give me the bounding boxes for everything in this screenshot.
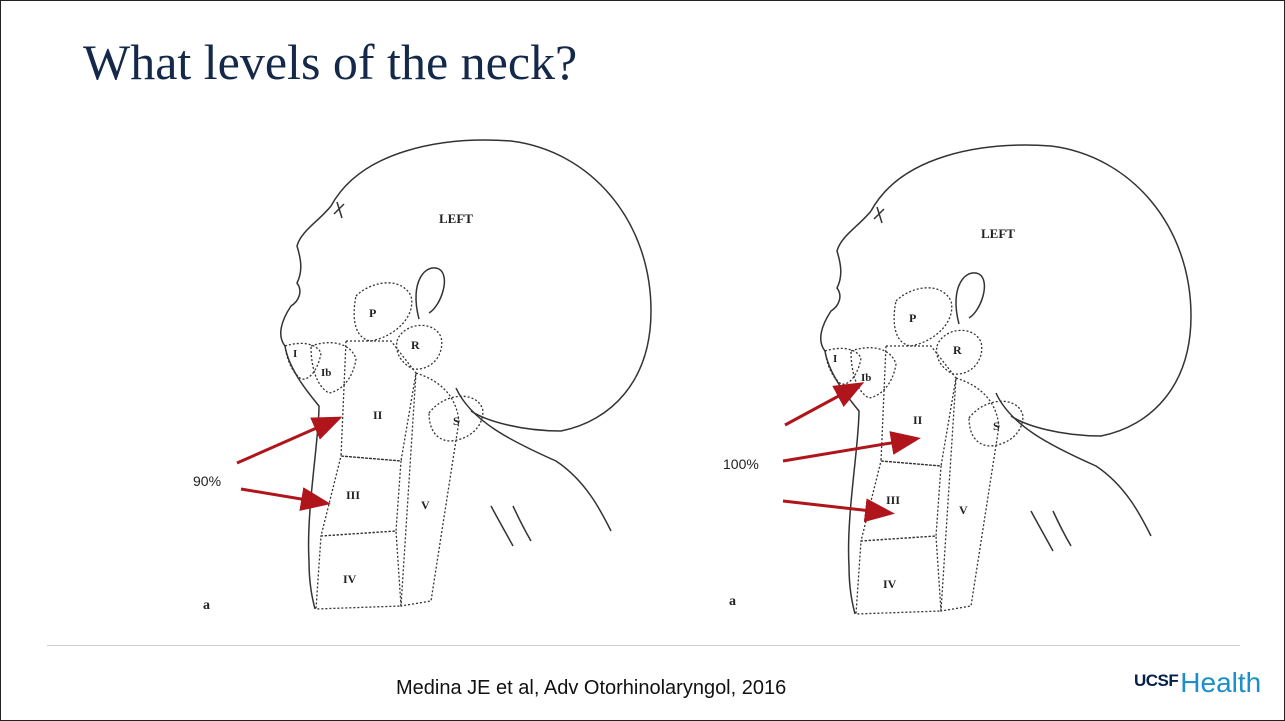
level-II-region	[881, 346, 956, 466]
level-S-label: S	[993, 419, 1000, 433]
level-Ia-region	[285, 343, 321, 379]
right-percentage: 100%	[723, 456, 759, 472]
right-panel-letter: a	[729, 594, 736, 609]
level-II-label: II	[913, 413, 923, 427]
right-arrow-III	[783, 501, 889, 513]
level-P-label: P	[909, 311, 916, 325]
nose-mark	[874, 207, 884, 223]
level-P-label: P	[369, 306, 376, 320]
level-II-region	[341, 341, 416, 461]
level-Ib-label: Ib	[861, 372, 871, 384]
right-side-label: LEFT	[981, 226, 1015, 241]
level-R-label: R	[953, 343, 962, 357]
level-V-label: V	[959, 503, 968, 517]
level-I-label: I	[293, 348, 297, 360]
level-IV-label: IV	[343, 572, 357, 586]
right-arrow-Ib	[785, 385, 859, 425]
neck-front	[285, 346, 319, 609]
left-side-label: LEFT	[439, 211, 473, 226]
level-Ia-region	[825, 348, 861, 384]
head-outline	[331, 140, 651, 431]
face-profile	[281, 206, 331, 346]
neck-back	[996, 393, 1151, 536]
face-profile	[821, 211, 871, 351]
neck-front	[825, 351, 859, 614]
head-outline	[871, 145, 1191, 436]
right-arrow-II	[783, 439, 915, 461]
level-P-region	[894, 288, 952, 346]
left-percentage: 90%	[193, 473, 221, 489]
citation-text: Medina JE et al, Adv Otorhinolaryngol, 2…	[396, 677, 786, 700]
level-I-label: I	[833, 353, 837, 365]
ear	[416, 268, 444, 319]
right-neck-figure	[821, 145, 1191, 614]
left-panel-letter: a	[203, 598, 210, 613]
level-II-label: II	[373, 408, 383, 422]
level-III-region	[321, 456, 401, 536]
level-Ib-region	[851, 348, 896, 398]
level-R-label: R	[411, 338, 420, 352]
shoulder-lines	[491, 506, 531, 546]
level-V-label: V	[421, 498, 430, 512]
level-IV-label: IV	[883, 577, 897, 591]
ucsf-health-logo: UCSFHealth	[1134, 667, 1261, 699]
left-arrow-II	[237, 419, 337, 463]
left-figure-labels: LEFT I Ib P R II III V IV S a 90%	[193, 211, 473, 613]
level-III-label: III	[346, 488, 360, 502]
nose-mark	[334, 202, 344, 218]
level-IV-region	[316, 531, 401, 609]
neck-back	[456, 388, 611, 531]
level-Ib-label: Ib	[321, 367, 331, 379]
shoulder-lines	[1031, 511, 1071, 551]
right-figure-labels: LEFT I Ib P R II III V IV S a 100%	[723, 226, 1015, 609]
left-arrow-III	[241, 489, 325, 503]
level-IV-region	[856, 536, 941, 614]
logo-ucsf-text: UCSF	[1134, 671, 1178, 690]
level-S-label: S	[453, 414, 460, 428]
level-Ib-region	[311, 343, 356, 393]
neck-levels-diagrams: LEFT I Ib P R II III V IV S a 90%	[1, 1, 1285, 641]
footer-divider	[47, 645, 1240, 646]
level-III-label: III	[886, 493, 900, 507]
logo-health-text: Health	[1180, 667, 1261, 698]
level-III-region	[861, 461, 941, 541]
ear	[956, 273, 984, 324]
level-P-region	[354, 283, 412, 341]
